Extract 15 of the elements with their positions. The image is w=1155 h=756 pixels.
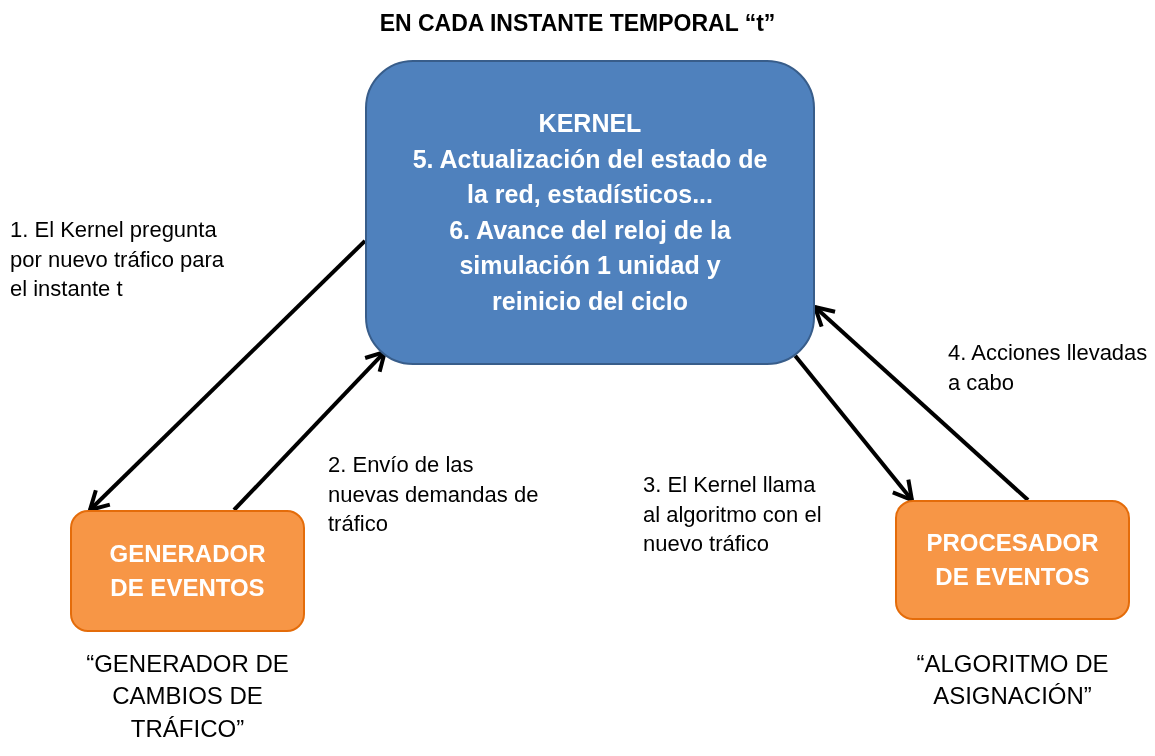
node-caption: “ALGORITMO DE ASIGNACIÓN” xyxy=(915,649,1110,712)
arrow xyxy=(793,354,914,502)
arrow xyxy=(88,239,367,512)
box-text: 6. Avance del reloj de la simulación 1 unidad y reinicio del ciclo xyxy=(448,214,732,317)
arrow xyxy=(232,349,387,512)
node-caption: “GENERADOR DE CAMBIOS DE TRÁFICO” xyxy=(85,649,290,744)
diagram-title: EN CADA INSTANTE TEMPORAL “t” xyxy=(378,10,777,37)
process-box xyxy=(70,510,305,632)
arrow xyxy=(813,305,1030,502)
box-text: 5. Actualización del estado de la red, estadísticos... xyxy=(412,143,768,210)
box-heading: KERNEL xyxy=(538,108,642,139)
box-text: PROCESADOR DE EVENTOS xyxy=(926,528,1099,592)
process-box xyxy=(365,60,815,365)
process-box xyxy=(895,500,1130,620)
box-text: GENERADOR DE EVENTOS xyxy=(108,539,267,603)
